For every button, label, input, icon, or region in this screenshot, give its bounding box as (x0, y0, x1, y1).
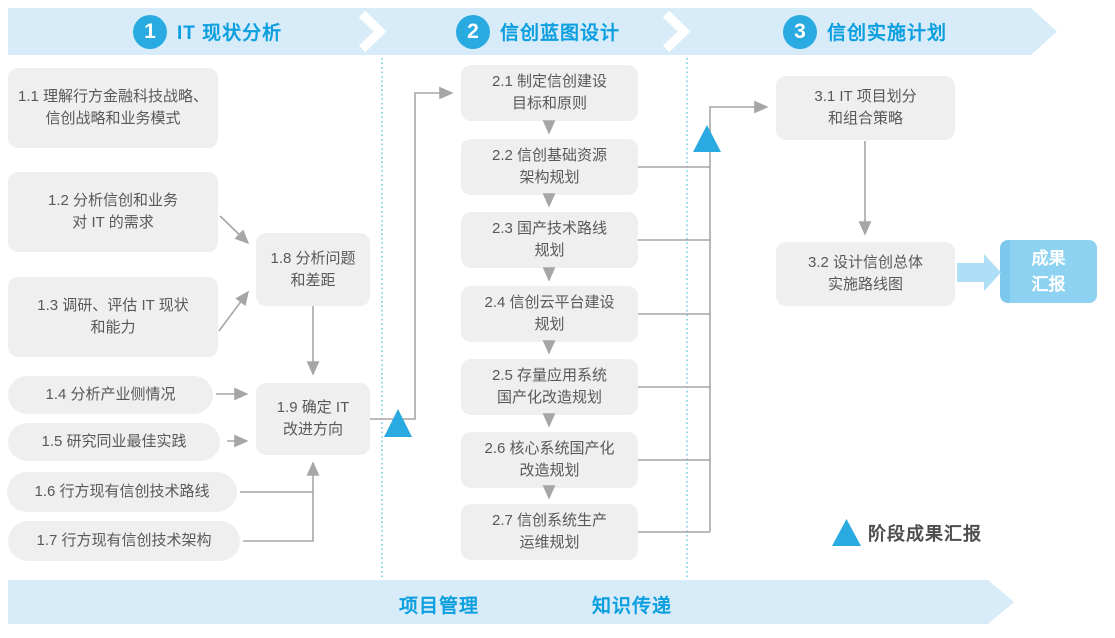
phase-1-title: IT 现状分析 (177, 23, 283, 44)
box-2-1: 2.1 制定信创建设 目标和原则 (461, 65, 638, 121)
footer-item-project-management: 项目管理 (399, 596, 480, 617)
milestone-triangle-1 (384, 409, 412, 437)
box-2-4: 2.4 信创云平台建设 规划 (461, 286, 638, 342)
box-2-5: 2.5 存量应用系统 国产化改造规划 (461, 359, 638, 415)
box-1-9: 1.9 确定 IT 改进方向 (256, 383, 370, 455)
box-1-7: 1.7 行方现有信创技术架构 (8, 521, 240, 561)
box-3-2: 3.2 设计信创总体 实施路线图 (776, 242, 955, 306)
box-1-1: 1.1 理解行方金融科技战略、 信创战略和业务模式 (8, 68, 218, 148)
phase-3-title: 信创实施计划 (827, 23, 948, 44)
result-report-box: 成果 汇报 (1000, 240, 1097, 303)
legend-triangle-icon (832, 519, 861, 546)
phase-3-number-badge: 3 (783, 14, 817, 49)
box-1-8: 1.8 分析问题 和差距 (256, 233, 370, 306)
phase1-connectors (216, 86, 454, 542)
box-1-2: 1.2 分析信创和业务 对 IT 的需求 (8, 172, 218, 252)
box-1-4: 1.4 分析产业侧情况 (8, 376, 213, 414)
box-1-3: 1.3 调研、评估 IT 现状 和能力 (8, 277, 218, 357)
box-2-3: 2.3 国产技术路线 规划 (461, 212, 638, 268)
phase-2-header: 2 信创蓝图设计 (456, 8, 620, 55)
box-3-1: 3.1 IT 项目划分 和组合策略 (776, 76, 955, 140)
phase-1-header: 1 IT 现状分析 (133, 8, 282, 55)
footer-banner (8, 580, 1014, 624)
phase-3-header: 3 信创实施计划 (783, 8, 947, 55)
milestone-triangle-2 (693, 125, 721, 152)
box-2-6: 2.6 核心系统国产化 改造规划 (461, 432, 638, 488)
phase-banner (8, 8, 1057, 55)
box-2-7: 2.7 信创系统生产 运维规划 (461, 504, 638, 560)
result-arrow-icon (957, 254, 1001, 291)
box-1-5: 1.5 研究同业最佳实践 (8, 423, 220, 461)
legend-label: 阶段成果汇报 (868, 524, 982, 544)
footer-item-knowledge-transfer: 知识传递 (592, 596, 673, 617)
phase-2-number-badge: 2 (456, 14, 490, 49)
box-2-2: 2.2 信创基础资源 架构规划 (461, 139, 638, 195)
box-1-6: 1.6 行方现有信创技术路线 (7, 472, 237, 512)
phase-1-number-badge: 1 (133, 14, 167, 49)
phase-2-title: 信创蓝图设计 (500, 23, 621, 44)
